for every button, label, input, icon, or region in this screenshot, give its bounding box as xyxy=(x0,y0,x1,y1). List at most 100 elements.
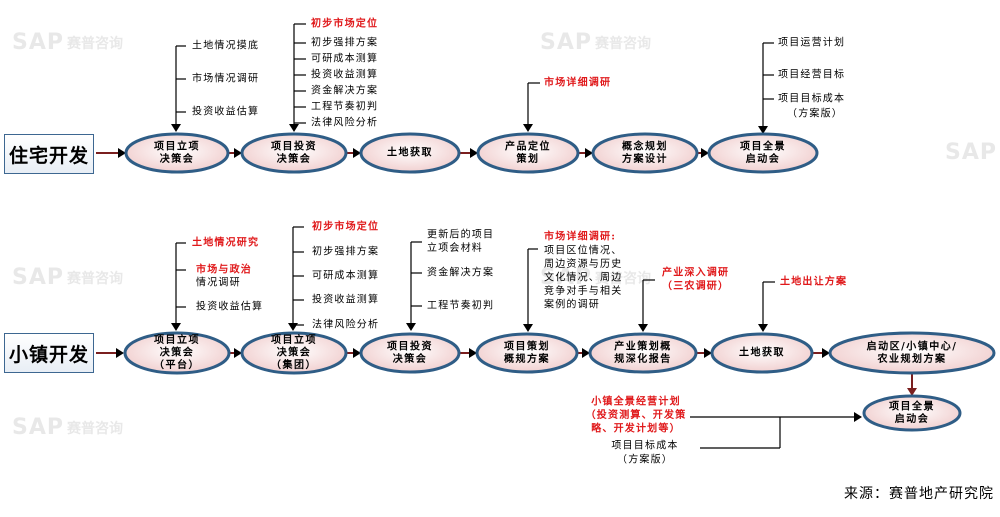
node-label: 项目立项 xyxy=(271,333,317,346)
arrowhead xyxy=(701,148,709,158)
node-r2-5: 土地获取 xyxy=(710,332,814,374)
note-text: 土地情况摸底 xyxy=(192,39,259,52)
node-label: （集团） xyxy=(271,358,317,371)
source-note: 来源：赛普地产研究院 xyxy=(844,486,994,502)
node-shape xyxy=(862,394,962,432)
node-shape xyxy=(240,132,348,174)
note-land-survey: 土地情况摸底 xyxy=(192,39,259,52)
arrowhead xyxy=(289,124,299,132)
node-label: 产品定位 xyxy=(505,139,551,152)
arrowhead xyxy=(523,324,533,332)
node-shape xyxy=(475,332,579,374)
note-funding: 资金解决方案 xyxy=(427,266,493,279)
arrowhead xyxy=(822,348,830,358)
arrowhead xyxy=(288,323,298,331)
note-text: 投资收益估算 xyxy=(196,300,263,313)
node-label: 策划 xyxy=(517,152,540,165)
node-r2-6: 启动区/小镇中心/农业规划方案 xyxy=(828,331,996,375)
note-return-estimate-2: 投资收益估算 xyxy=(196,300,263,313)
arrowhead xyxy=(406,323,416,331)
note-text: 市场详细调研: xyxy=(544,230,616,243)
node-label: （平台） xyxy=(154,358,200,371)
note-text: 土地情况研究 xyxy=(192,236,259,249)
node-label: 启动区/小镇中心/ xyxy=(867,339,958,352)
arrowhead xyxy=(907,388,917,396)
node-label: 土地获取 xyxy=(739,346,785,359)
node-label: 概念规划 xyxy=(622,139,668,152)
note-text: 市场与政治 xyxy=(196,263,252,276)
node-label: 产业策划概 xyxy=(614,339,672,352)
node-shape xyxy=(591,132,699,174)
node-shape xyxy=(828,331,996,375)
note-text: 初步强排方案 xyxy=(311,36,378,49)
node-label: 项目投资 xyxy=(271,139,317,152)
node-label: 规深化报告 xyxy=(614,352,672,365)
node-label: 决策会 xyxy=(277,346,312,359)
node-label: 决策会 xyxy=(160,152,195,165)
connectors xyxy=(96,23,917,449)
node-shape xyxy=(707,132,819,174)
note-text: 项目经营目标 xyxy=(778,68,845,81)
arrowhead xyxy=(854,412,862,422)
note-text: 初步强排方案 xyxy=(312,245,379,258)
note-text: 投资收益估算 xyxy=(192,105,259,118)
note-investment-2: 可研成本测算 xyxy=(311,52,378,65)
note-text: 产业深入调研 xyxy=(662,266,729,279)
node-label: 概规方案 xyxy=(504,352,550,365)
note-text: （三农调研） xyxy=(662,279,729,292)
node-label: 启动会 xyxy=(895,412,930,425)
note-engineering: 工程节奏初判 xyxy=(427,299,493,312)
node-label: 项目策划 xyxy=(504,339,550,352)
node-shape xyxy=(123,331,231,375)
note-target-cost: 项目目标成本 xyxy=(778,92,845,105)
note-target-cost-2: 项目目标成本（方案版） xyxy=(611,439,678,466)
note-text: 更新后的项目 xyxy=(427,228,494,241)
node-label: 土地获取 xyxy=(387,146,433,159)
nodes: 项目立项决策会项目投资决策会土地获取产品定位策划概念规划方案设计项目全景启动会项… xyxy=(123,132,996,432)
note-town-invest-2: 可研成本测算 xyxy=(312,269,379,282)
note-investment-5: 工程节奏初判 xyxy=(311,100,377,113)
arrowhead xyxy=(353,348,361,358)
note-text: 资金解决方案 xyxy=(311,84,378,97)
note-industry-research: 产业深入调研（三农调研） xyxy=(662,266,729,293)
note-investment-3: 投资收益测算 xyxy=(311,68,377,81)
arrowhead xyxy=(171,124,181,132)
note-text: 可研成本测算 xyxy=(311,52,378,65)
note-market-policy: 市场与政治 xyxy=(196,263,252,276)
note-text: （方案版） xyxy=(617,453,673,466)
arrowhead xyxy=(234,148,242,158)
node-label: 农业规划方案 xyxy=(877,352,947,365)
note-text: 可研成本测算 xyxy=(312,269,379,282)
arrowhead xyxy=(353,148,361,158)
note-text: 情况调研 xyxy=(196,276,241,289)
arrowhead xyxy=(585,148,593,158)
arrowhead xyxy=(469,348,477,358)
note-text: 文化情况、周边 xyxy=(544,271,622,284)
note-market-policy-2: 情况调研 xyxy=(196,276,241,289)
arrowhead xyxy=(582,348,590,358)
note-text: 项目目标成本 xyxy=(611,439,678,452)
arrowhead xyxy=(470,148,478,158)
note-town-invest-3: 投资收益测算 xyxy=(312,293,378,306)
arrowhead xyxy=(523,124,533,132)
node-shape xyxy=(359,332,461,374)
row-label-residential: 住宅开发 xyxy=(4,134,94,174)
note-text: 土地出让方案 xyxy=(780,275,847,288)
note-land-research: 土地情况研究 xyxy=(192,236,259,249)
row-label-text: 小镇开发 xyxy=(8,343,89,366)
node-r1-2: 土地获取 xyxy=(359,132,461,174)
note-text: 案例的调研 xyxy=(544,298,600,311)
note-text: 项目目标成本 xyxy=(778,92,845,105)
arrowhead xyxy=(638,324,648,332)
row-label-text: 住宅开发 xyxy=(8,144,89,167)
